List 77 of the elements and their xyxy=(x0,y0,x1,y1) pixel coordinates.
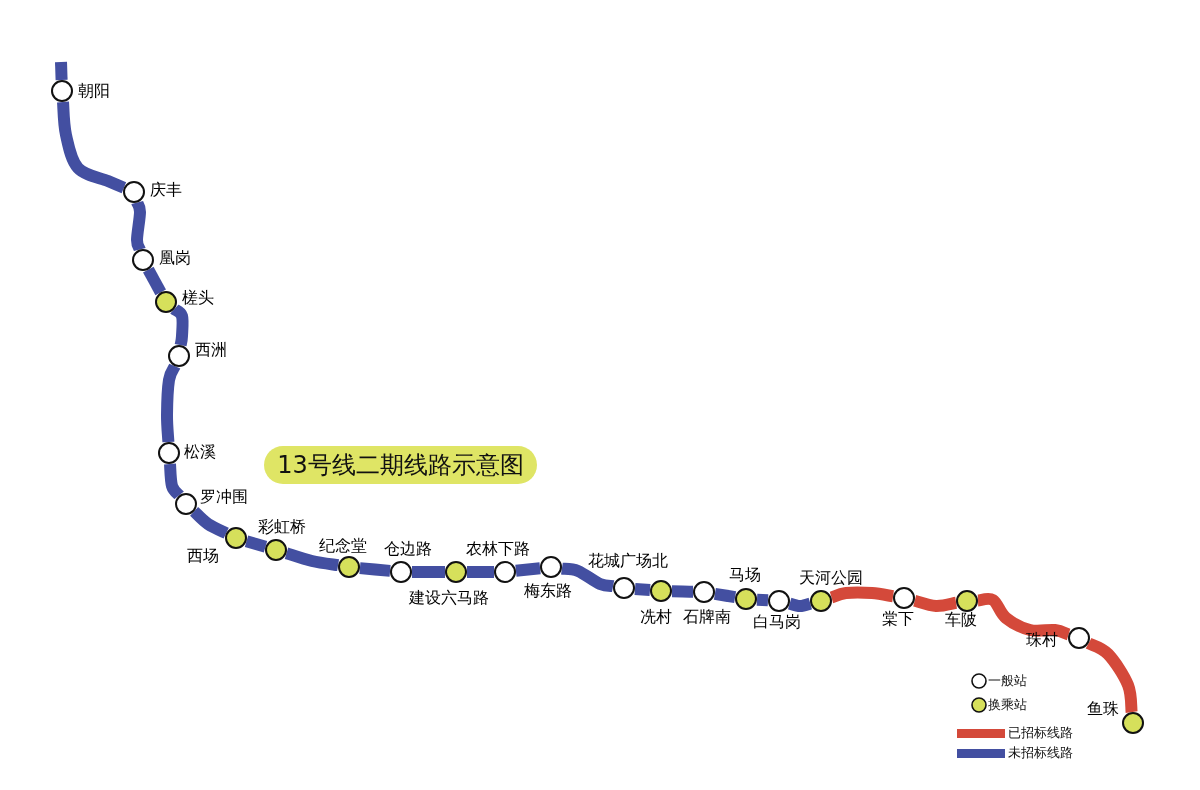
metro-line xyxy=(189,507,229,539)
station-circle xyxy=(956,590,978,612)
station-circle xyxy=(810,590,832,612)
station-circle xyxy=(893,587,915,609)
station-name: 冼村 xyxy=(640,608,672,626)
station-name: 天河公园 xyxy=(799,569,863,587)
station-name: 庆丰 xyxy=(150,181,182,199)
station-circle xyxy=(540,556,562,578)
station-circle xyxy=(338,556,360,578)
metro-line xyxy=(913,594,958,612)
station-name: 西洲 xyxy=(195,341,227,359)
station-name: 西场 xyxy=(187,547,219,565)
station-name: 梅东路 xyxy=(524,582,572,600)
metro-line xyxy=(164,463,184,500)
metro-line xyxy=(359,562,391,577)
metro-line xyxy=(131,199,146,253)
station-circle xyxy=(693,581,715,603)
metro-line xyxy=(161,363,180,443)
station-circle xyxy=(390,561,412,583)
legend-label: 一般站 xyxy=(988,673,1027,689)
station-circle xyxy=(155,291,177,313)
metro-line xyxy=(976,592,1071,641)
station-name: 纪念堂 xyxy=(319,537,367,555)
station-name: 农林下路 xyxy=(466,540,530,558)
station-name: 马场 xyxy=(729,566,761,584)
station-name: 凰岗 xyxy=(159,249,191,267)
station-name: 朝阳 xyxy=(78,82,110,100)
station-name: 珠村 xyxy=(1026,631,1058,649)
station-circle xyxy=(225,527,247,549)
station-name: 石牌南 xyxy=(683,608,731,626)
station-circle xyxy=(123,181,145,203)
station-circle xyxy=(168,345,190,367)
station-circle xyxy=(613,577,635,599)
metro-line xyxy=(515,562,541,577)
station-circle xyxy=(445,561,467,583)
metro-line xyxy=(284,547,339,572)
legend-label: 换乘站 xyxy=(988,697,1027,713)
metro-line xyxy=(671,585,694,598)
station-name: 仓边路 xyxy=(384,540,432,558)
station-circle xyxy=(158,442,180,464)
station-name: 鱼珠 xyxy=(1087,700,1119,718)
station-circle xyxy=(735,588,757,610)
metro-line xyxy=(171,303,189,347)
station-circle xyxy=(51,80,73,102)
metro-line xyxy=(55,61,68,81)
station-name: 松溪 xyxy=(184,443,216,461)
title-banner: 13号线二期线路示意图 xyxy=(264,446,537,484)
metro-line xyxy=(244,535,268,553)
metro-line xyxy=(143,266,166,296)
metro-line xyxy=(634,582,651,597)
station-circle xyxy=(1122,712,1144,734)
station-circle xyxy=(175,493,197,515)
station-name: 槎头 xyxy=(182,289,214,307)
station-circle xyxy=(265,539,287,561)
metro-line xyxy=(1086,637,1138,713)
metro-line xyxy=(713,587,737,604)
metro-line xyxy=(756,593,769,607)
metro-line xyxy=(467,566,494,578)
station-circle xyxy=(650,580,672,602)
metro-line xyxy=(787,597,813,612)
station-circle xyxy=(494,561,516,583)
station-circle xyxy=(1068,627,1090,649)
metro-line xyxy=(412,566,445,578)
station-name: 彩虹桥 xyxy=(258,518,306,536)
station-circle xyxy=(132,249,154,271)
metro-line xyxy=(57,101,127,194)
station-name: 罗冲围 xyxy=(200,488,248,506)
station-name: 车陂 xyxy=(945,611,977,629)
metro-line xyxy=(561,562,614,593)
legend-label: 未招标线路 xyxy=(1008,745,1073,761)
station-name: 建设六马路 xyxy=(409,589,489,607)
station-name: 白马岗 xyxy=(753,613,801,631)
legend-label: 已招标线路 xyxy=(1008,725,1073,741)
station-circle xyxy=(768,590,790,612)
station-name: 花城广场北 xyxy=(588,552,668,570)
metro-line xyxy=(829,586,895,604)
station-name: 棠下 xyxy=(882,610,914,628)
